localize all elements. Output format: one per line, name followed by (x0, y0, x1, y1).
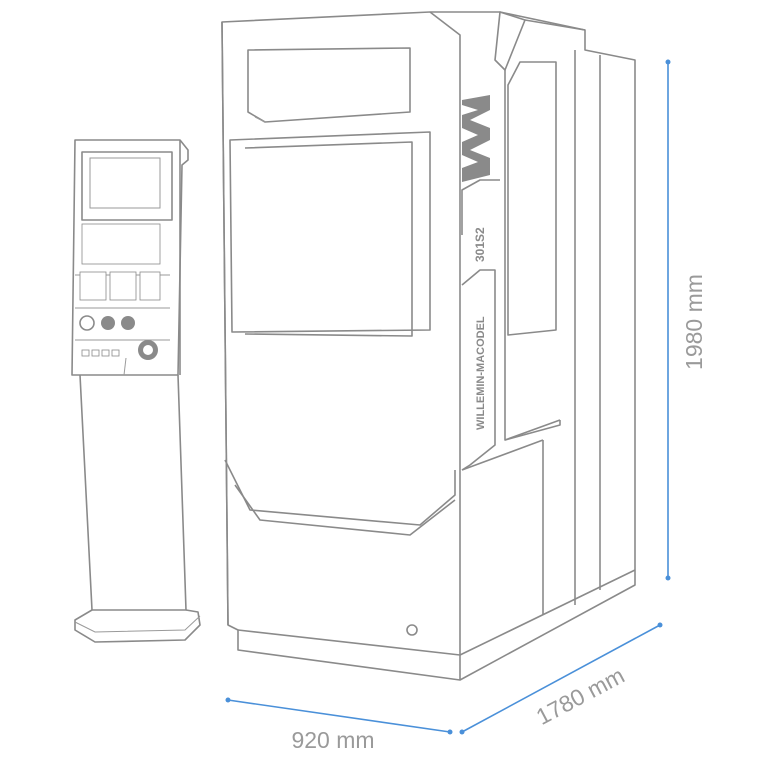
control-panel (71, 139, 201, 643)
machine-body (221, 11, 636, 681)
brand-label: WILLEMIN-MACODEL (475, 316, 487, 430)
width-label: 920 mm (291, 727, 374, 753)
model-label: 301S2 (473, 227, 487, 262)
dimension-depth: 1780 mm (459, 622, 663, 735)
height-label: 1980 mm (681, 274, 707, 370)
dimension-width: 920 mm (225, 697, 453, 753)
brand-logo: 301S2 WILLEMIN-MACODEL (462, 95, 490, 430)
dimension-height: 1980 mm (665, 59, 707, 581)
keypad (79, 223, 161, 301)
depth-label: 1780 mm (532, 662, 629, 730)
